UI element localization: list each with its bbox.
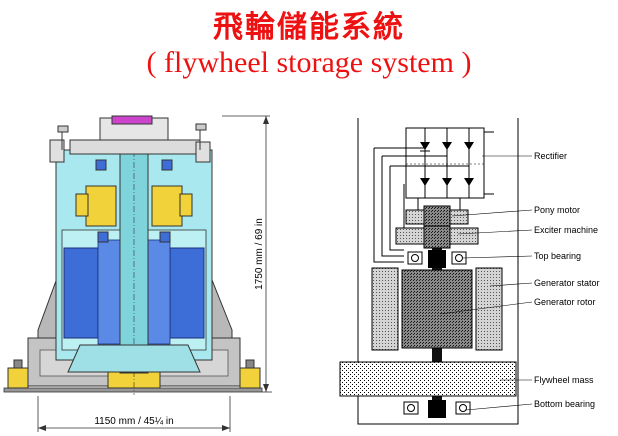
height-dimension-label: 1750 mm / 69 in xyxy=(254,218,265,290)
mechanical-drawing: 1750 mm / 69 in 1150 mm / 45¼ in xyxy=(3,115,272,432)
label-top-bearing: Top bearing xyxy=(534,251,581,261)
label-flywheel-mass: Flywheel mass xyxy=(534,375,594,385)
label-pony-motor: Pony motor xyxy=(534,205,580,215)
label-exciter-machine: Exciter machine xyxy=(534,225,598,235)
generator-stator-left xyxy=(371,267,399,351)
label-generator-rotor: Generator rotor xyxy=(534,297,596,307)
bottom-bearing xyxy=(403,401,419,415)
schematic-diagram: Rectifier Pony motor Exciter machine Top… xyxy=(339,118,600,425)
label-rectifier: Rectifier xyxy=(534,151,567,161)
exciter-machine xyxy=(395,227,429,245)
flywheel-mass xyxy=(339,361,517,397)
top-bearing xyxy=(407,251,423,265)
label-bottom-bearing: Bottom bearing xyxy=(534,399,595,409)
yellow-right-block xyxy=(151,185,183,227)
title-english: ( flywheel storage system ) xyxy=(146,46,472,79)
generator-rotor xyxy=(401,269,473,349)
width-dimension-label: 1150 mm / 45¼ in xyxy=(94,415,173,427)
right-winding xyxy=(169,247,205,339)
magenta-top xyxy=(111,115,153,125)
left-winding xyxy=(63,247,99,339)
floor-line xyxy=(3,387,263,393)
label-generator-stator: Generator stator xyxy=(534,278,600,288)
rectifier-bridge xyxy=(405,127,485,199)
title-chinese: 飛輪儲能系統 xyxy=(213,10,405,45)
yellow-left-block xyxy=(85,185,117,227)
